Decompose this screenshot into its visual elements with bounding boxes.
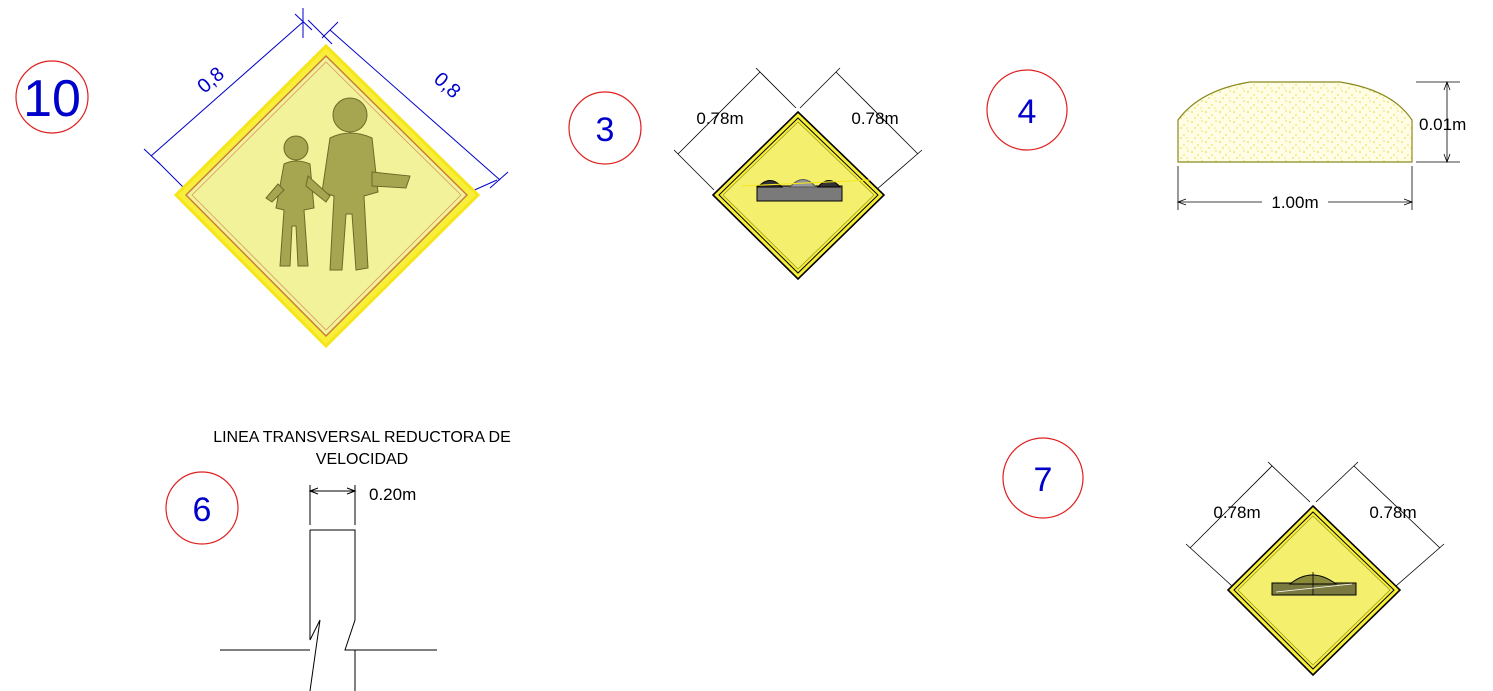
- school-children-crossing-icon: [265, 97, 411, 271]
- callout-4: 4: [986, 69, 1068, 151]
- detail-6-title-line2: VELOCIDAD: [316, 451, 408, 468]
- sign-7-dim-right: 0.78m: [1369, 503, 1416, 522]
- detail-6-title-line1: LINEA TRANSVERSAL REDUCTORA DE: [213, 429, 511, 446]
- callout-6: 6: [165, 471, 239, 545]
- callout-10-number: 10: [23, 70, 81, 128]
- sign-7-dimension-lines: [1185, 461, 1445, 587]
- transverse-line-drawing: [220, 485, 437, 691]
- hump-profile-shape: [1177, 81, 1413, 163]
- speed-bumps-icon: [741, 179, 871, 202]
- sign-3-dim-left: 0.78m: [696, 109, 743, 128]
- sign-7-dim-left: 0.78m: [1213, 503, 1260, 522]
- sign-10-dimension-lines: [143, 8, 509, 193]
- callout-4-number: 4: [1018, 93, 1037, 131]
- sign-3: 0.78m 0.78m: [673, 67, 923, 281]
- detail-4-hump-profile: 0.01m 1.00m: [1176, 80, 1466, 212]
- detail-6: LINEA TRANSVERSAL REDUCTORA DE VELOCIDAD: [213, 429, 511, 468]
- callout-3-number: 3: [596, 111, 615, 149]
- callout-10: 10: [15, 60, 89, 134]
- detail-4-height-dim: 0.01m: [1419, 115, 1466, 134]
- detail-6-width-dim: 0.20m: [369, 485, 416, 504]
- callout-7: 7: [1002, 437, 1084, 519]
- callout-7-number: 7: [1034, 461, 1053, 499]
- sign-3-dim-right: 0.78m: [851, 109, 898, 128]
- detail-4-width-dim: 1.00m: [1271, 193, 1318, 212]
- callout-3: 3: [568, 91, 642, 165]
- callout-6-number: 6: [193, 491, 212, 529]
- sign-3-dimension-lines: [673, 67, 923, 191]
- speed-hump-icon: [1271, 572, 1357, 596]
- sign-10-dim-right: 0,8: [429, 68, 464, 103]
- sign-7: 0.78m 0.78m: [1185, 461, 1445, 677]
- sign-10: 0,8 0,8: [143, 8, 509, 349]
